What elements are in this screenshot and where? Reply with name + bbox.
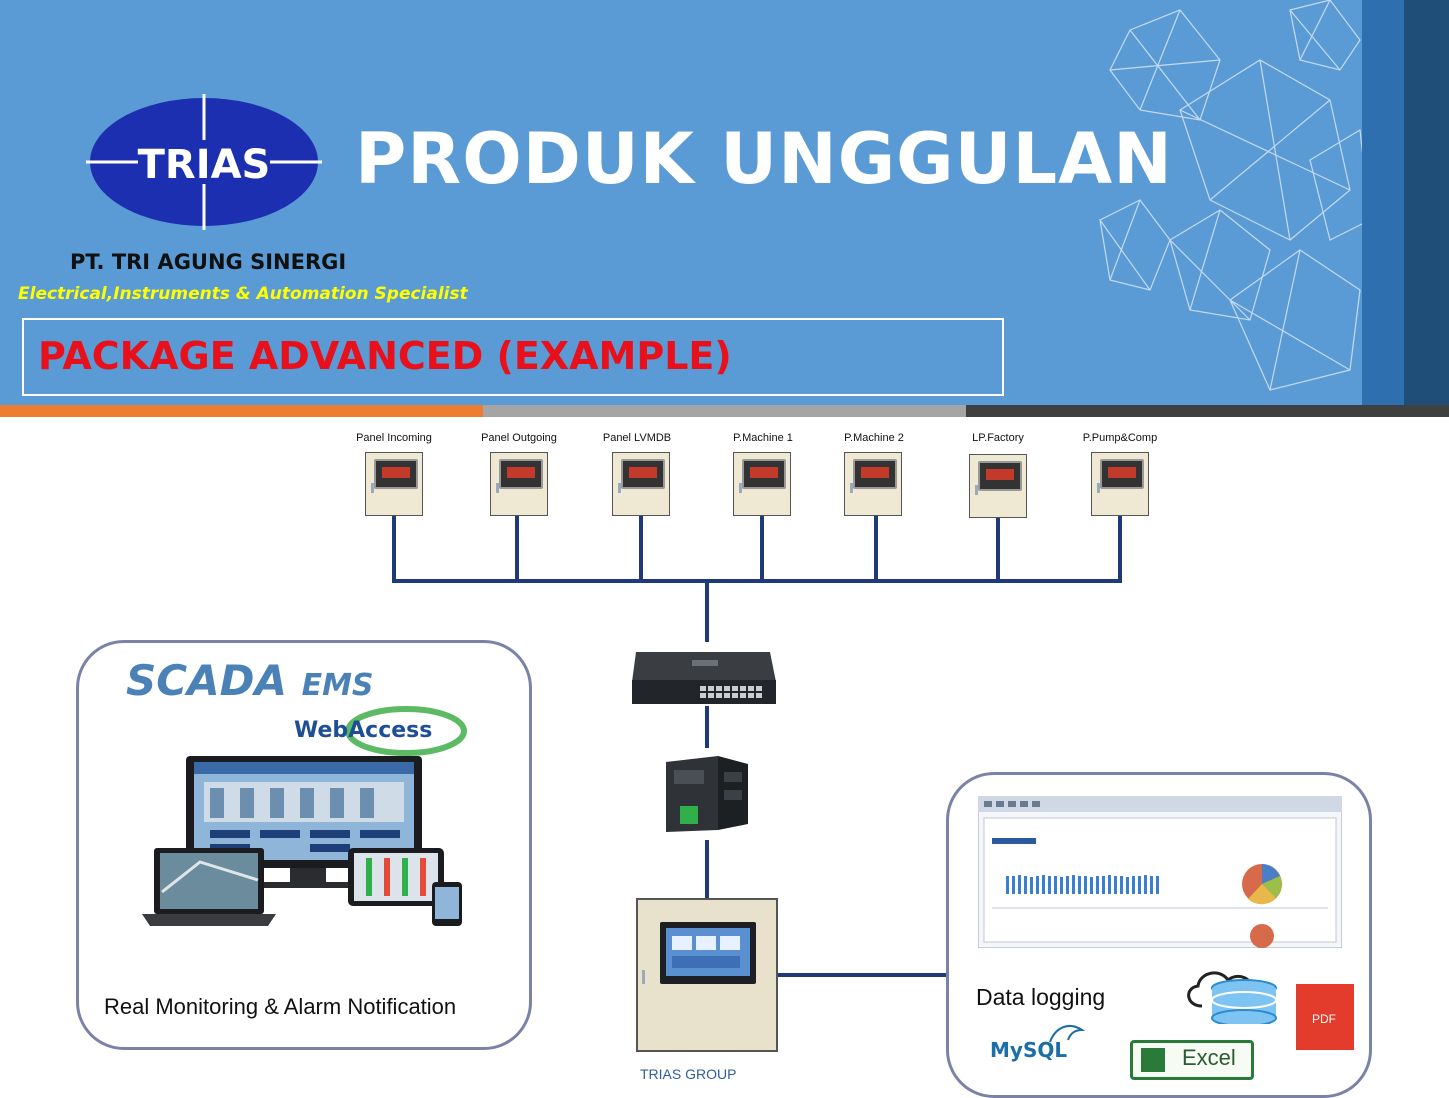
page-title: PRODUK UNGGULAN bbox=[355, 118, 1173, 200]
scada-caption: Real Monitoring & Alarm Notification bbox=[104, 994, 457, 1019]
mysql-dolphin-icon bbox=[1049, 1025, 1086, 1043]
accent-bar-gray bbox=[483, 405, 966, 417]
report-screenshot bbox=[978, 796, 1342, 948]
datalog-title: Data logging bbox=[976, 984, 1106, 1010]
package-box bbox=[22, 318, 1004, 396]
excel-icon bbox=[1130, 1040, 1254, 1080]
panel-incoming bbox=[365, 452, 423, 516]
cabinet-handle bbox=[642, 970, 645, 984]
panel-label: P.Machine 2 bbox=[844, 432, 904, 444]
hmi-panel-cabinet bbox=[636, 898, 778, 1052]
company-tagline: Electrical,Instruments & Automation Spec… bbox=[18, 284, 468, 304]
hmi-screen-icon bbox=[660, 922, 756, 984]
hmi-caption: TRIAS GROUP bbox=[640, 1066, 737, 1082]
trias-logo: TRIAS bbox=[86, 94, 322, 230]
panel-outgoing bbox=[490, 452, 548, 516]
accent-bar-dark bbox=[966, 405, 1449, 417]
scada-title: SCADA EMS bbox=[126, 656, 374, 705]
panel-label: LP.Factory bbox=[972, 432, 1024, 444]
geometric-decoration bbox=[1099, 0, 1370, 391]
accent-bar-orange bbox=[0, 405, 483, 417]
webaccess-logo-swoosh bbox=[345, 706, 467, 756]
pdf-label: PDF bbox=[1312, 1012, 1336, 1026]
panel-label: Panel LVMDB bbox=[602, 432, 672, 444]
package-label: PACKAGE ADVANCED (EXAMPLE) bbox=[38, 334, 732, 378]
network-switch-icon bbox=[632, 652, 776, 704]
panel-lvmdb bbox=[612, 452, 670, 516]
pdf-file-icon bbox=[1296, 984, 1354, 1050]
side-stripe-light bbox=[1362, 0, 1404, 405]
panel-machine-1 bbox=[733, 452, 791, 516]
panel-label: Panel Outgoing bbox=[481, 432, 557, 444]
webaccess-logo: WebAccess bbox=[294, 718, 433, 743]
plc-icon bbox=[666, 756, 748, 832]
panel-label: Panel Incoming bbox=[356, 432, 432, 444]
scada-devices-illustration bbox=[142, 756, 462, 926]
excel-label: Excel bbox=[1182, 1045, 1236, 1070]
panel-label: P.Machine 1 bbox=[733, 432, 793, 444]
cloud-database-icon bbox=[1187, 971, 1277, 1024]
panel-lp-factory bbox=[969, 454, 1027, 518]
company-name: PT. TRI AGUNG SINERGI bbox=[70, 250, 347, 274]
panel-pump-comp bbox=[1091, 452, 1149, 516]
side-stripe-dark bbox=[1404, 0, 1449, 405]
mysql-logo: MySQL bbox=[990, 1038, 1068, 1062]
logo-text: TRIAS bbox=[138, 142, 271, 188]
excel-x-badge bbox=[1141, 1048, 1165, 1072]
panel-label: P.Pump&Comp bbox=[1082, 432, 1158, 444]
panel-machine-2 bbox=[844, 452, 902, 516]
